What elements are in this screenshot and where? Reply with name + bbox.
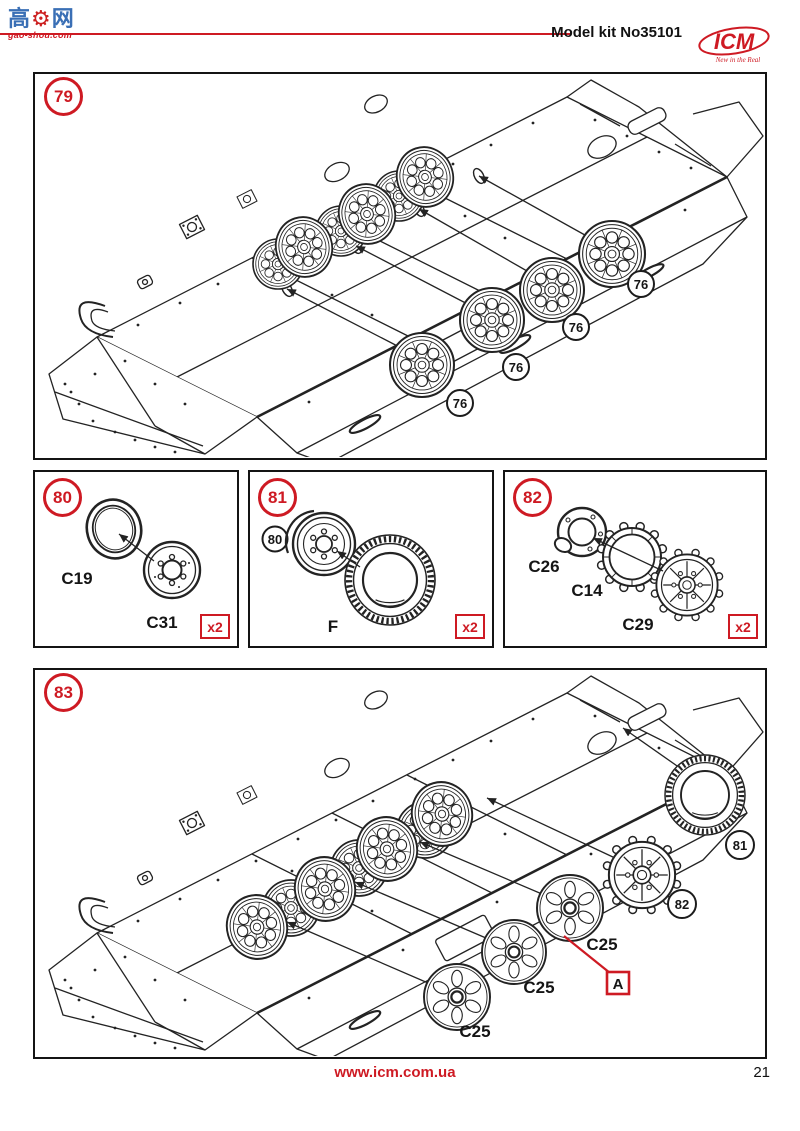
- callout-76-2: 76: [509, 360, 523, 375]
- callout-ref-82: 82: [675, 897, 689, 912]
- quantity-badge-81: x2: [455, 614, 485, 639]
- kit-number-label: Model kit No35101: [551, 24, 682, 41]
- part-c29-sprocket: [650, 548, 724, 622]
- part-c31-disc: [142, 540, 202, 600]
- watermark-char-left: 高: [8, 6, 31, 31]
- step-82-number: 82: [513, 478, 552, 517]
- label-c19: C19: [61, 569, 92, 588]
- brand-name: ICM: [714, 29, 755, 54]
- assembly-arrows: [286, 727, 681, 987]
- part-c19-ring: [78, 491, 150, 567]
- marker-a-letter: A: [613, 976, 624, 993]
- hull-bottom-view: [47, 78, 764, 457]
- label-c25-3: C25: [586, 935, 617, 954]
- step-83-drawing: C25 C25 C25 81 82 A: [47, 674, 764, 1056]
- step-80-drawing: C19 C31: [61, 491, 202, 632]
- watermark-logo: 高 ⚙ 网 gao-shou.com: [8, 8, 88, 40]
- callout-76-1: 76: [453, 396, 467, 411]
- label-c14: C14: [571, 581, 603, 600]
- part-rim-assembly: [284, 509, 357, 577]
- callout-76-4: 76: [634, 277, 648, 292]
- assembly-arrows: [286, 175, 602, 353]
- brand-tagline: New in the Real: [715, 56, 761, 64]
- gear-thumb-icon: ⚙: [31, 6, 51, 31]
- assembly-arrow: [592, 537, 664, 572]
- label-c26: C26: [528, 557, 559, 576]
- label-c29: C29: [622, 615, 653, 634]
- callout-ref-80: 80: [268, 532, 282, 547]
- part-callouts: 76 76 76 76: [446, 270, 655, 417]
- assembly-arrow: [336, 550, 361, 568]
- website-link[interactable]: www.icm.com.ua: [334, 1064, 456, 1081]
- watermark-site: gao-shou.com: [8, 30, 72, 40]
- label-f: F: [328, 617, 338, 636]
- step-81-panel: 81 x2 80 F: [248, 470, 494, 648]
- callout-76-3: 76: [569, 320, 583, 335]
- step-82-drawing: C26 C14 C29: [528, 506, 724, 634]
- part-c25-wheel-3: [535, 873, 605, 943]
- part-c25-wheel-2: [480, 918, 548, 986]
- front-tire-assembly: [665, 755, 745, 835]
- header-rule: [0, 33, 570, 35]
- quantity-badge-82: x2: [728, 614, 758, 639]
- assembly-arrow: [118, 533, 155, 562]
- part-f-tire: [345, 535, 435, 625]
- step-80-panel: 80 x2 C19 C31: [33, 470, 239, 648]
- label-c25-2: C25: [523, 978, 554, 997]
- icm-brand-logo: ICM New in the Real: [698, 26, 770, 64]
- variant-marker-a: A: [563, 935, 631, 996]
- step-83-panel: 83: [33, 668, 767, 1059]
- step-81-number: 81: [258, 478, 297, 517]
- part-c25-wheel-1: [422, 962, 492, 1032]
- step-82-panel: 82 x2 C26 C14 C29: [503, 470, 767, 648]
- label-c25-1: C25: [459, 1022, 490, 1041]
- quantity-badge-80: x2: [200, 614, 230, 639]
- page-number: 21: [753, 1064, 770, 1081]
- step-79-panel: 79: [33, 72, 767, 460]
- watermark-char-right: 网: [51, 6, 74, 31]
- step-80-number: 80: [43, 478, 82, 517]
- step-79-number: 79: [44, 77, 83, 116]
- callout-ref-81: 81: [733, 838, 747, 853]
- step-79-drawing: 76 76 76 76: [47, 78, 764, 457]
- step-83-number: 83: [44, 673, 83, 712]
- step-81-drawing: 80 F: [261, 509, 491, 636]
- label-c31: C31: [146, 613, 177, 632]
